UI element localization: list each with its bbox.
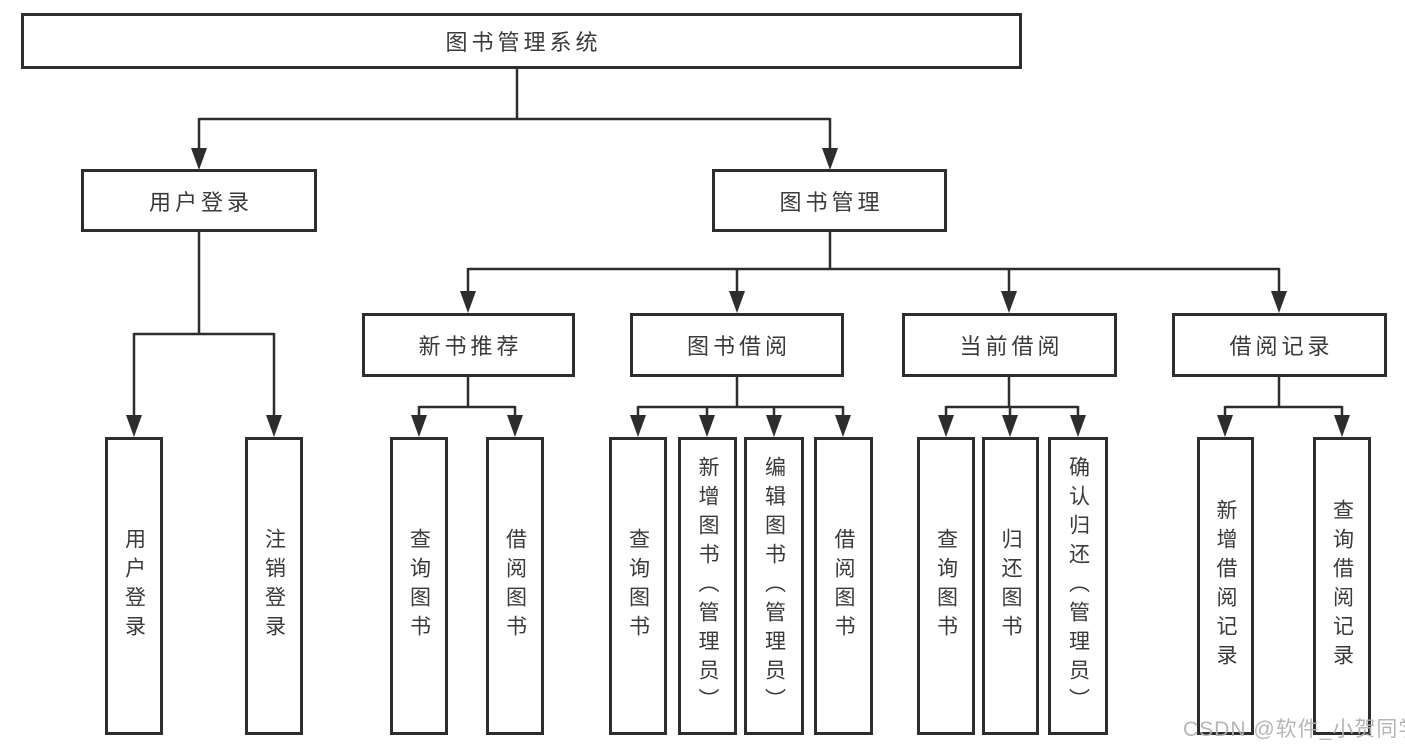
arrowheads [126,148,1350,437]
node-label: 注销登录 [262,528,286,644]
leaf-add-books-admin: 新增图书（管理员） [678,437,737,735]
node-library-management-system: 图书管理系统 [21,13,1022,69]
node-book-management: 图书管理 [712,169,947,232]
leaf-add-borrow-record: 新增借阅记录 [1197,437,1254,735]
node-label: 借阅图书 [832,528,855,644]
node-label: 用户登录 [148,189,253,215]
leaf-logout: 注销登录 [245,437,303,735]
node-label: 编辑图书（管理员） [762,455,786,717]
node-label: 归还图书 [999,528,1022,644]
node-label: 新增借阅记录 [1214,499,1237,673]
leaf-borrow-books-2: 借阅图书 [814,437,873,735]
leaf-return-books: 归还图书 [982,437,1039,735]
node-book-borrow: 图书借阅 [630,313,844,377]
node-label: 图书借阅 [686,334,791,359]
leaf-edit-books-admin: 编辑图书（管理员） [744,437,804,735]
leaf-query-books-3: 查询图书 [917,437,975,735]
node-label: 用户登录 [122,528,146,644]
node-label: 查询图书 [407,528,431,644]
leaf-borrow-books-1: 借阅图书 [486,437,544,735]
node-borrow-record: 借阅记录 [1172,313,1387,377]
node-label: 图书管理 [779,189,884,215]
node-label: 图书管理系统 [445,30,602,55]
node-label: 查询图书 [626,528,650,644]
leaf-query-books-1: 查询图书 [390,437,448,735]
node-label: 查询借阅记录 [1330,499,1354,673]
node-label: 借阅记录 [1229,334,1334,359]
node-label: 借阅图书 [503,528,527,644]
leaf-query-borrow-record: 查询借阅记录 [1313,437,1371,735]
node-current-borrow: 当前借阅 [902,313,1117,377]
node-label: 新增图书（管理员） [696,455,719,717]
node-label: 确认归还（管理员） [1066,455,1090,717]
node-label: 当前借阅 [959,334,1064,359]
leaf-query-books-2: 查询图书 [609,437,667,735]
csdn-watermark: CSDN @软件_小贺同学 [1183,718,1405,741]
node-label: 新书推荐 [418,334,523,359]
leaf-user-login: 用户登录 [105,437,163,735]
leaf-confirm-return-admin: 确认归还（管理员） [1048,437,1108,735]
node-user-login-group: 用户登录 [81,169,317,232]
node-new-book-recommend: 新书推荐 [362,313,575,377]
node-label: 查询图书 [934,528,958,644]
